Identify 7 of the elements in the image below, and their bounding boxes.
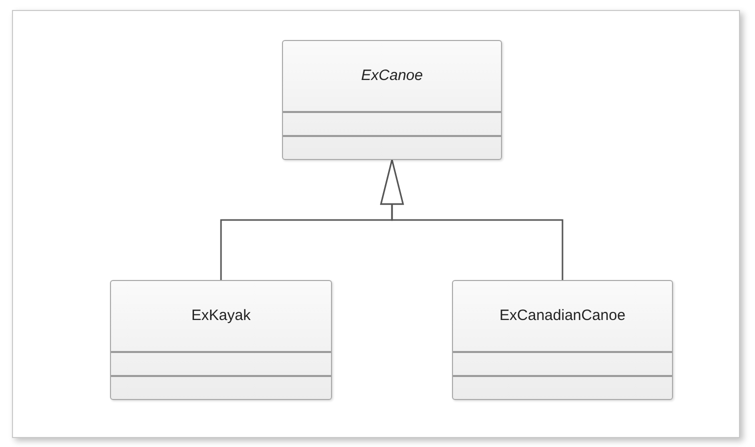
class-name: ExCanoe <box>361 66 423 86</box>
inheritance-arrow <box>380 159 564 280</box>
class-box <box>452 280 673 400</box>
class-name: ExCanadianCanoe <box>500 306 626 326</box>
class-name: ExKayak <box>191 306 251 326</box>
class-box <box>282 40 502 160</box>
class-box <box>110 280 332 400</box>
